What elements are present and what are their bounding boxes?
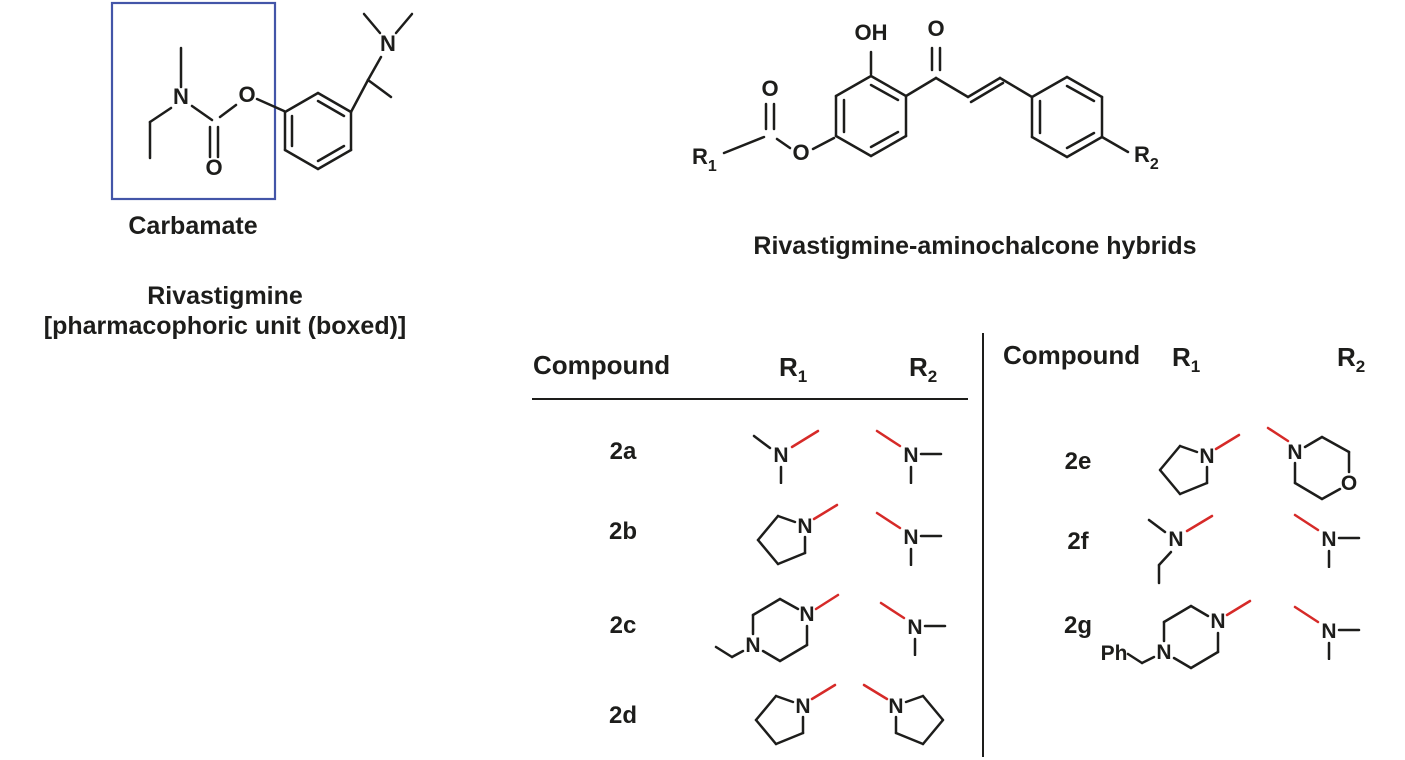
attachment-bond	[879, 601, 906, 620]
structure-2e-r1: N	[1152, 430, 1247, 510]
table-header-r2-right: R2	[1337, 342, 1366, 377]
table-header-compound-left: Compound	[533, 350, 671, 380]
amine-side-chain	[349, 12, 414, 114]
ring-a	[834, 50, 908, 158]
ethylmethylamino-structure: N	[1147, 514, 1214, 585]
pyrrolidinyl-structure: N	[862, 683, 945, 746]
dimethylamino-structure: N	[752, 429, 820, 485]
atom-label-o: O	[238, 82, 255, 107]
atom-label-n: N	[795, 695, 810, 718]
table-header-r2-left: R2	[909, 352, 938, 387]
attachment-bond	[790, 429, 820, 449]
carbamate-group	[148, 46, 286, 160]
benzene-ring	[283, 91, 353, 171]
compound-2c-label: 2c	[609, 612, 637, 639]
attachment-bond	[810, 683, 837, 701]
attachment-bond	[1266, 426, 1290, 443]
atom-label-n: N	[907, 616, 922, 639]
atom-label-o: O	[205, 155, 222, 180]
atom-label-n: N	[745, 634, 760, 657]
structure-2a-r2: N	[868, 422, 948, 489]
structure-2f-r2: N	[1286, 506, 1366, 573]
ester-group	[722, 102, 836, 155]
attachment-bond	[875, 511, 902, 530]
structure-2c-r2: N	[872, 594, 952, 661]
attachment-bond	[1293, 513, 1320, 532]
compound-2f-label: 2f	[1067, 528, 1089, 555]
atom-label-o: O	[792, 140, 809, 165]
rivastigmine-label: Rivastigmine	[147, 282, 303, 310]
morpholinyl-structure: NO	[1266, 426, 1357, 501]
attachment-bond	[1225, 599, 1252, 617]
hybrid-title: Rivastigmine-aminochalcone hybrids	[753, 232, 1197, 260]
atom-label-n: N	[888, 695, 903, 718]
phenyl-label: Ph	[1101, 642, 1128, 665]
atom-label-n: N	[1321, 620, 1336, 643]
structure-2g-r1: Ph N N	[1098, 592, 1273, 682]
atom-label-n: N	[773, 444, 788, 467]
atom-label-n: N	[1210, 610, 1225, 633]
table-header-rule	[532, 398, 968, 400]
structure-2b-r2: N	[868, 504, 948, 571]
pyrrolidinyl-structure: N	[756, 503, 839, 566]
attachment-bond	[862, 683, 889, 701]
compound-2g-label: 2g	[1063, 612, 1092, 639]
dimethylamino-structure: N	[1293, 513, 1361, 569]
atom-label-n: N	[1321, 528, 1336, 551]
dimethylamino-structure: N	[875, 511, 943, 567]
table-header-r1-left: R1	[779, 352, 808, 387]
compound-2b-label: 2b	[608, 518, 637, 545]
atom-label-o: O	[1341, 472, 1357, 495]
atom-label-n: N	[797, 515, 812, 538]
table-header-r1-right: R1	[1172, 342, 1201, 377]
atom-label-n: N	[173, 84, 189, 109]
atom-label-n: N	[903, 444, 918, 467]
attachment-bond	[875, 429, 902, 448]
hybrid-structure: R1 O O OH O R2	[692, 16, 1159, 175]
attachment-bond	[1293, 605, 1320, 624]
atom-label-n: N	[380, 31, 396, 56]
pyrrolidinyl-structure: N	[754, 683, 837, 746]
dimethylamino-structure: N	[879, 601, 947, 657]
attachment-bond	[1185, 514, 1214, 533]
rivastigmine-structure: N O O N	[110, 1, 414, 201]
atom-label-n: N	[903, 526, 918, 549]
atom-label-o: O	[927, 16, 944, 41]
r1-substituent-label: R1	[692, 144, 717, 175]
structure-2d-r1: N	[748, 680, 843, 760]
compound-2a-label: 2a	[609, 438, 637, 465]
structure-2b-r1: N	[750, 500, 845, 580]
attachment-bond	[812, 503, 839, 521]
structure-2f-r1: N	[1140, 508, 1225, 593]
atom-label-n: N	[1287, 441, 1302, 464]
structure-2g-r2: N	[1286, 598, 1366, 665]
dimethylamino-structure: N	[875, 429, 943, 485]
atom-label-n: N	[799, 603, 814, 626]
enone-chain	[904, 46, 1034, 104]
carbamate-label: Carbamate	[128, 212, 258, 240]
compound-2e-label: 2e	[1064, 448, 1092, 475]
table-divider-vertical	[982, 333, 984, 757]
atom-label-n: N	[1168, 528, 1183, 551]
ring-b	[1030, 75, 1130, 159]
compound-2d-label: 2d	[608, 702, 637, 729]
benzylpiperazinyl-structure: Ph N N	[1101, 599, 1252, 670]
r2-substituent-label: R2	[1134, 142, 1159, 173]
structure-2d-r2: N	[856, 680, 951, 760]
atom-label-o: O	[761, 76, 778, 101]
hydroxyl-label: OH	[855, 20, 888, 45]
table-header-compound-right: Compound	[1003, 340, 1141, 370]
pharmacophore-note: [pharmacophoric unit (boxed)]	[43, 312, 407, 340]
atom-label-n: N	[1156, 641, 1171, 664]
attachment-bond	[814, 593, 840, 611]
attachment-bond	[1214, 433, 1241, 451]
structure-2a-r1: N	[748, 422, 828, 489]
pharmacophore-box	[110, 1, 277, 201]
dimethylamino-structure: N	[1293, 605, 1361, 661]
pyrrolidinyl-structure: N	[1158, 433, 1241, 496]
ethylpiperazinyl-structure: NN	[714, 593, 840, 663]
atom-label-n: N	[1199, 445, 1214, 468]
